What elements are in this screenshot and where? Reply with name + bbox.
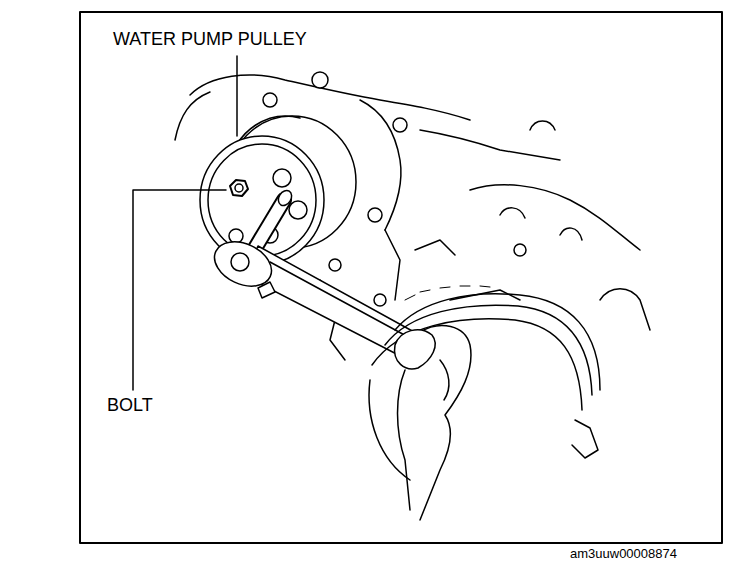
drawing-stroke: [530, 121, 555, 130]
drawing-stroke: [572, 420, 598, 458]
drawing-stroke: [450, 290, 520, 300]
figure-id: am3uuw00008874: [570, 547, 677, 561]
drawing-stroke: [385, 230, 400, 300]
drawing-stroke: [500, 208, 525, 218]
drawing-stroke: [254, 200, 284, 250]
part-name: BOLT: [107, 396, 153, 416]
drawing-stroke: [420, 130, 560, 160]
leader-line: [133, 190, 226, 390]
drawing-stroke: [514, 244, 526, 256]
drawing-stroke: [312, 72, 328, 88]
drawing-stroke: [235, 184, 243, 192]
socket-extension: [254, 188, 294, 250]
drawing-stroke: [440, 360, 449, 400]
leader-line: [236, 56, 238, 136]
part-name: WATER PUMP PULLEY: [113, 30, 307, 50]
drawing-stroke: [369, 380, 410, 480]
drawing-stroke: [208, 144, 316, 256]
drawing-stroke: [254, 200, 284, 250]
drawing-stroke: [80, 12, 722, 543]
drawing-stroke: [368, 208, 382, 222]
drawing-stroke: [560, 228, 582, 240]
drawing-stroke: [258, 282, 275, 298]
drawing-stroke: [229, 229, 243, 243]
hand: [395, 326, 471, 520]
drawing-stroke: [200, 136, 324, 264]
drawing-stroke: [329, 259, 341, 271]
drawing-stroke: [374, 294, 386, 306]
drawing-stroke: [263, 93, 277, 107]
drawing-stroke: [372, 319, 582, 410]
drawing-stroke: [405, 286, 490, 300]
drawing-stroke: [470, 185, 640, 250]
drawing-stroke: [289, 201, 307, 219]
engine-block: [175, 72, 650, 360]
drawing-stroke: [393, 118, 407, 132]
drawing-stroke: [415, 240, 455, 255]
drawing-stroke: [600, 289, 650, 330]
crankshaft-pulley: [369, 286, 600, 480]
drawing-stroke: [276, 188, 295, 208]
drawing-stroke: [230, 180, 248, 196]
drawing-stroke: [395, 330, 436, 369]
bolt: [230, 180, 248, 196]
drawing-stroke: [190, 75, 470, 120]
drawing-stroke: [231, 253, 249, 271]
drawing-stroke: [270, 262, 410, 338]
ratchet-wrench: [207, 233, 425, 362]
figure-frame: [80, 12, 722, 543]
drawing-stroke: [398, 370, 411, 510]
drawing-stroke: [175, 92, 210, 140]
drawing-stroke: [273, 169, 291, 187]
